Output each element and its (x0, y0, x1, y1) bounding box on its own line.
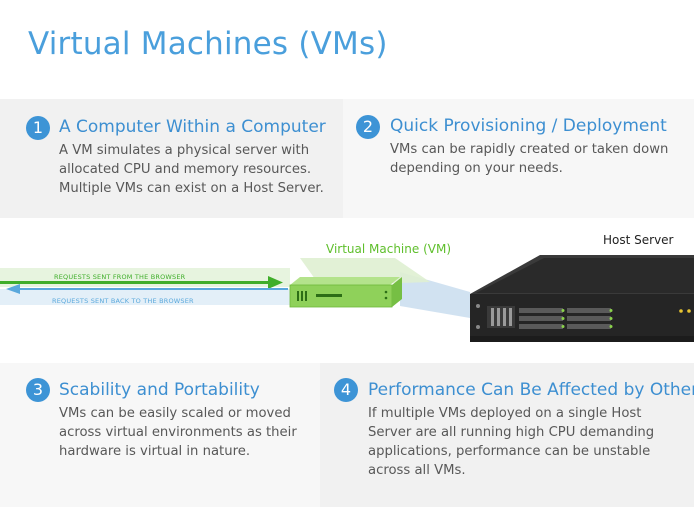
return-arrow-head (6, 284, 20, 294)
feature-title-1: A Computer Within a Computer (59, 117, 326, 137)
vm-diagram (0, 255, 694, 342)
outgoing-arrow-head (268, 276, 283, 289)
feature-panel-4 (320, 363, 694, 507)
request-back-label: REQUESTS SENT BACK TO THE BROWSER (52, 297, 194, 305)
host-server-label: Host Server (603, 233, 674, 247)
number-badge-2: 2 (356, 115, 380, 139)
return-arrow-line (20, 288, 288, 290)
request-band-back (0, 289, 290, 305)
vm-projection (400, 272, 470, 318)
feature-panel-1 (0, 99, 343, 218)
feature-panel-2 (343, 99, 694, 218)
outgoing-arrow-line (0, 281, 268, 284)
vm-box-top (290, 277, 400, 285)
feature-text-3: VMs can be easily scaled or moved across… (59, 406, 297, 459)
number-badge-3: 3 (26, 378, 50, 402)
feature-title-3: Scability and Portability (59, 380, 260, 400)
feature-panel-3 (0, 363, 320, 507)
vm-box-side (392, 277, 402, 307)
number-badge-1: 1 (26, 116, 50, 140)
feature-title-2: Quick Provisioning / Deployment (390, 116, 667, 136)
feature-text-1: A VM simulates a physical server with al… (59, 143, 324, 196)
page-title: Virtual Machines (VMs) (28, 26, 388, 62)
number-badge-4: 4 (334, 378, 358, 402)
request-out-label: REQUESTS SENT FROM THE BROWSER (54, 273, 186, 281)
vm-label: Virtual Machine (VM) (326, 242, 451, 256)
feature-title-4: Performance Can Be Affected by Others (368, 380, 694, 400)
feature-text-4: If multiple VMs deployed on a single Hos… (368, 406, 655, 478)
feature-text-2: VMs can be rapidly created or taken down… (390, 142, 669, 176)
